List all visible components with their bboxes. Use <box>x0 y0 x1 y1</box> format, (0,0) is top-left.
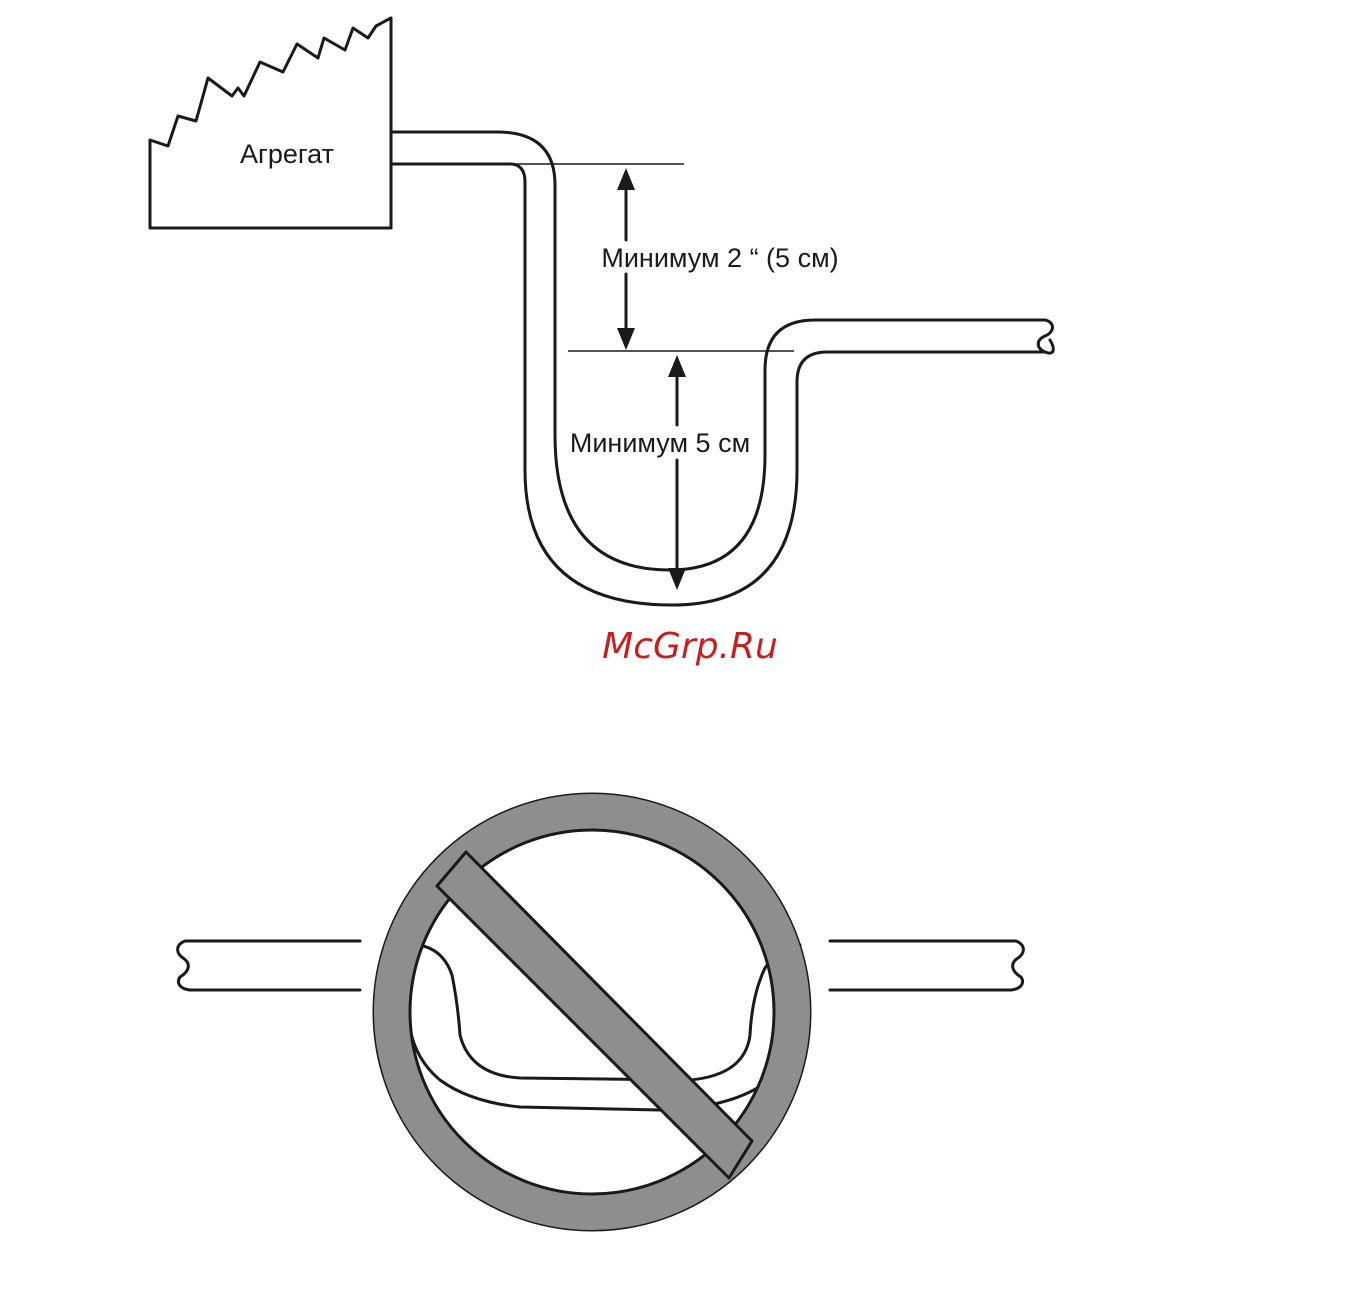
pipe-end-cut <box>1038 320 1053 353</box>
dimension-arrow-bottom <box>668 355 686 590</box>
unit-outline <box>150 18 391 228</box>
unit-label: Агрегат <box>240 139 334 169</box>
trap-pipe <box>391 132 1053 605</box>
prohibition-slash <box>437 852 752 1178</box>
right-pipe-stub <box>830 941 1023 990</box>
unit-block: Агрегат <box>150 18 391 228</box>
left-pipe-stub <box>178 941 360 990</box>
dimension-bottom-label: Минимум 5 см <box>570 428 750 458</box>
pipe-inner-wall <box>391 164 1045 605</box>
watermark: McGrp.Ru <box>602 626 778 667</box>
dimension-top-label: Минимум 2 “ (5 см) <box>601 243 838 273</box>
prohibited-sag-example <box>178 794 1024 1230</box>
